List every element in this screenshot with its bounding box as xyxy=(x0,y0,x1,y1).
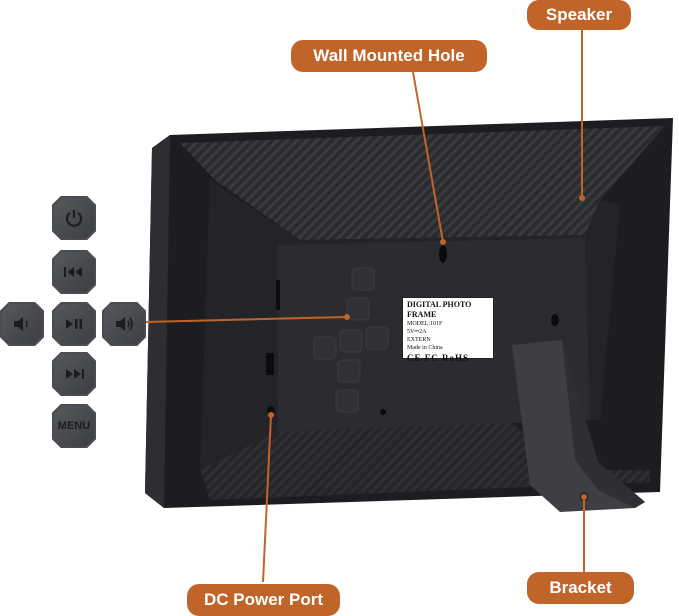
back-btn-play xyxy=(339,329,363,353)
callout-bracket: Bracket xyxy=(527,572,634,604)
power-button[interactable] xyxy=(52,196,96,240)
usb-port xyxy=(266,353,274,375)
menu-label: MENU xyxy=(57,420,91,432)
play-pause-button[interactable] xyxy=(52,302,96,346)
play-pause-icon xyxy=(66,319,82,329)
leader-buttons xyxy=(144,316,348,323)
callout-wall-hole: Wall Mounted Hole xyxy=(291,40,487,72)
label-model: MODEL:101F xyxy=(407,321,443,327)
dc-port xyxy=(267,406,275,414)
back-btn-left xyxy=(313,336,337,360)
leader-wall-hole xyxy=(412,71,444,243)
volume-up-icon xyxy=(116,317,133,331)
bracket-shade xyxy=(562,340,645,508)
screw-hole xyxy=(380,409,386,415)
callout-dc-port: DC Power Port xyxy=(187,584,340,616)
volume-down-icon xyxy=(14,317,28,331)
wall-hole xyxy=(439,245,447,263)
callout-speaker: Speaker xyxy=(527,0,631,30)
label-origin: Made in China xyxy=(407,345,443,351)
previous-button[interactable] xyxy=(52,250,96,294)
next-icon xyxy=(66,369,84,379)
leader-dc-port xyxy=(262,414,272,583)
label-power: 5V⎓2A xyxy=(407,329,427,335)
back-btn-power xyxy=(351,267,375,291)
label-extern: EXTERN xyxy=(407,337,431,343)
power-icon xyxy=(65,210,83,227)
product-label: DIGITAL PHOTO FRAME MODEL:101F 5V⎓2A EXT… xyxy=(402,297,494,363)
previous-icon xyxy=(64,267,82,277)
back-btn-prev xyxy=(346,297,370,321)
volume-down-button[interactable] xyxy=(0,302,44,346)
menu-button[interactable]: MENU xyxy=(52,404,96,448)
label-certs: CE FC RoHS xyxy=(407,353,470,363)
volume-up-button[interactable] xyxy=(102,302,146,346)
label-title: DIGITAL PHOTO FRAME xyxy=(407,300,472,319)
speaker-grille xyxy=(180,126,665,240)
back-btn-next xyxy=(337,359,361,383)
mount-hole-right xyxy=(551,314,559,326)
sd-slot xyxy=(276,280,280,310)
next-button[interactable] xyxy=(52,352,96,396)
back-btn-menu xyxy=(335,389,359,413)
back-btn-right xyxy=(365,326,389,350)
